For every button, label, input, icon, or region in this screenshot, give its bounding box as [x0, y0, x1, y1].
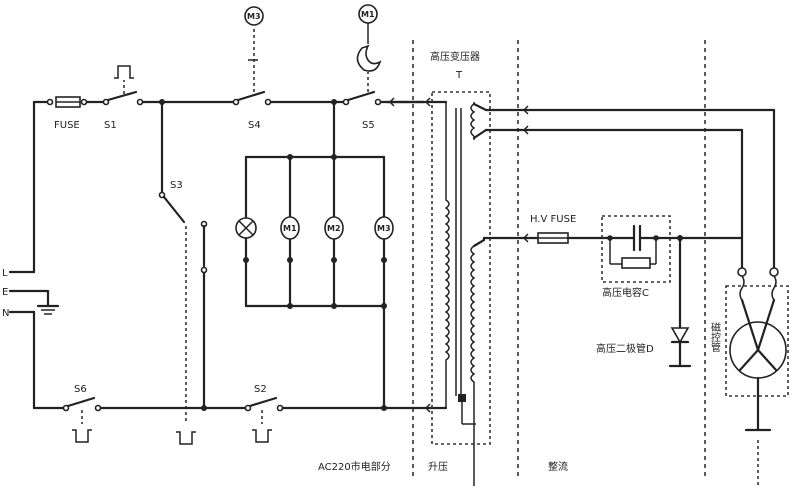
hv-capacitor	[601, 215, 682, 283]
hv-wire	[472, 233, 540, 248]
filament-wires	[472, 102, 776, 270]
s6-label: S6	[74, 384, 87, 395]
hv-fuse-label: H.V FUSE	[530, 214, 576, 225]
transformer-ref-label: T	[455, 70, 463, 81]
terminal-l-label: L	[2, 268, 8, 279]
fuse-label: FUSE	[54, 120, 80, 131]
terminal-n-label: N	[2, 308, 9, 319]
top-motor-m3-label: M3	[247, 12, 261, 21]
section-stepup-label: 升压	[428, 461, 448, 473]
top-motor-m1: M1	[356, 4, 382, 72]
lamp-icon	[235, 217, 257, 239]
load-bank	[243, 100, 387, 410]
section-ac220-label: AC220市电部分	[318, 460, 391, 473]
magnetron-label: 磁控管	[709, 321, 721, 353]
hv-diode	[668, 236, 692, 368]
cam-icon	[356, 44, 382, 72]
motor-m2-label: M2	[327, 224, 341, 233]
motor-m1: M1	[280, 216, 300, 240]
terminal-e-label: E	[2, 287, 8, 298]
power-terminals: L E N	[2, 268, 60, 410]
motor-m1-label: M1	[283, 224, 297, 233]
s2-label: S2	[254, 384, 267, 395]
switch-s6	[62, 396, 102, 443]
s1-label: S1	[104, 120, 117, 131]
switch-s1	[102, 65, 144, 106]
switch-s4	[232, 28, 272, 106]
s5-label: S5	[362, 120, 375, 131]
s3-branch	[158, 100, 208, 445]
hv-fuse	[537, 232, 612, 244]
motor-m3: M3	[374, 216, 394, 240]
transformer	[431, 91, 491, 486]
fuse	[46, 96, 88, 108]
magnetron	[725, 267, 789, 488]
transformer-label: 高压变压器	[430, 50, 480, 63]
section-rectify-label: 整流	[548, 460, 568, 473]
top-motor-m3: M3	[244, 6, 264, 26]
motor-m3-label: M3	[377, 224, 391, 233]
motor-m2: M2	[324, 216, 344, 240]
diode-label: 高压二极管D	[596, 342, 654, 355]
capacitor-label: 高压电容C	[602, 286, 649, 299]
primary-top-connector	[384, 97, 448, 107]
s3-label: S3	[170, 180, 183, 191]
switch-s2	[244, 396, 284, 443]
top-motor-m1-label: M1	[361, 10, 375, 19]
bottom-neutral-wire	[32, 403, 448, 413]
s4-label: S4	[248, 120, 261, 131]
switch-s5	[342, 72, 382, 106]
